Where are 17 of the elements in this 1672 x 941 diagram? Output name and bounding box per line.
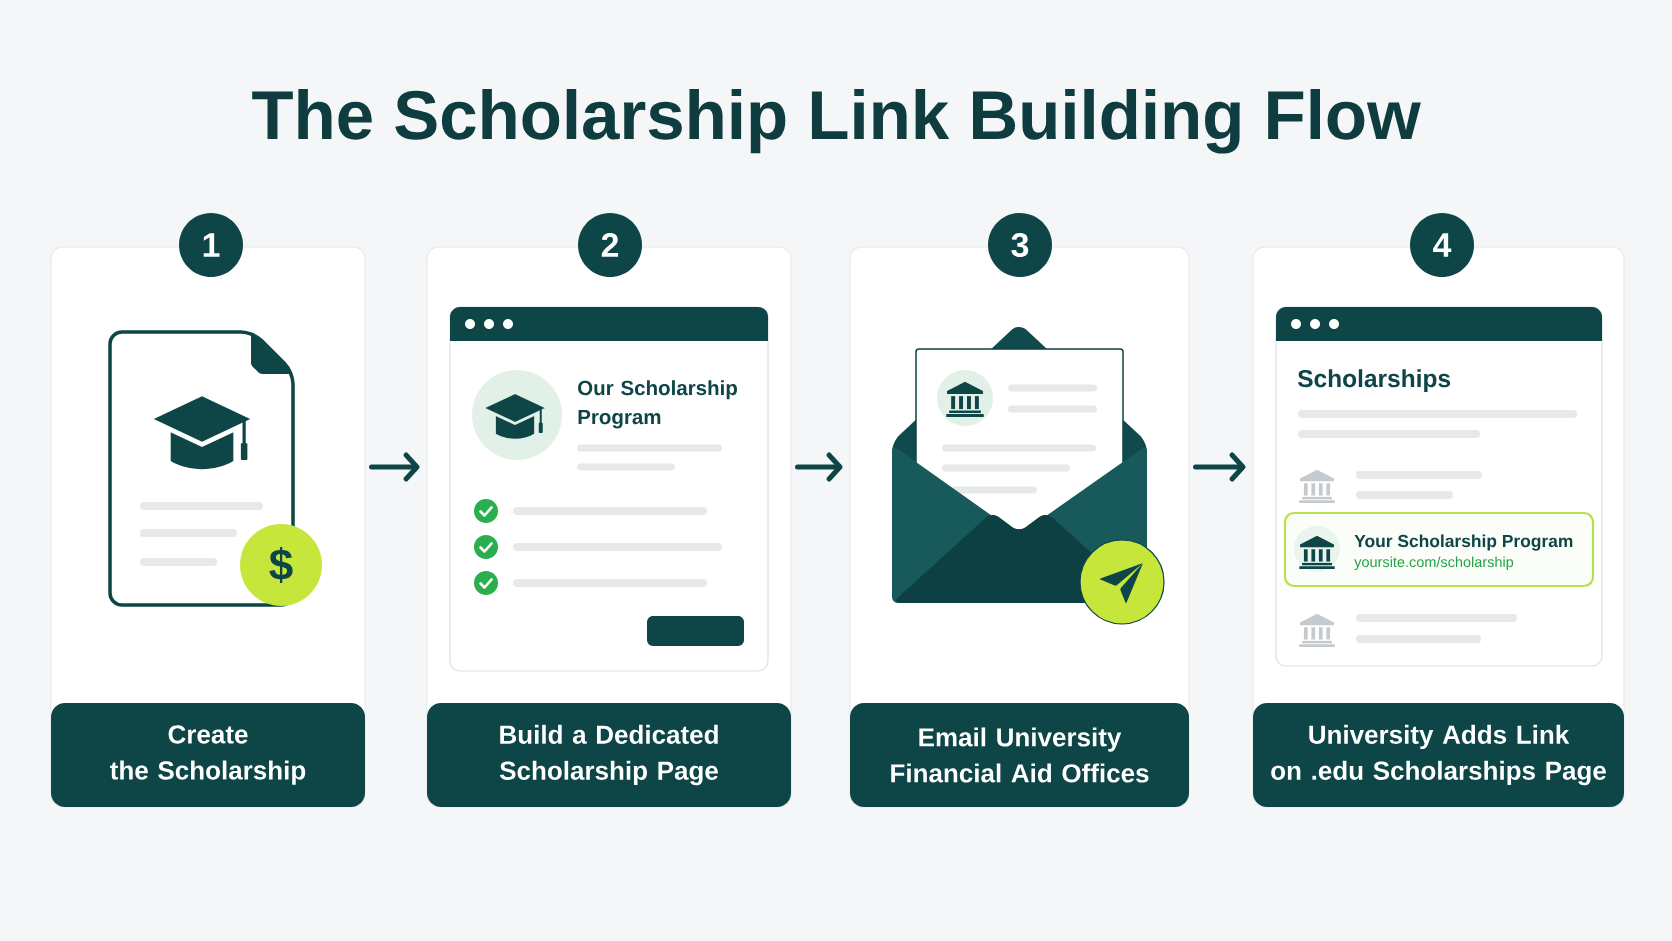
link-url: yoursite.com/scholarship — [1354, 556, 1514, 570]
step-number: 1 — [179, 213, 243, 277]
page-heading: Scholarships — [1297, 369, 1451, 393]
arrow — [795, 452, 843, 482]
caption-bar: Build a Dedicated Scholarship Page — [427, 703, 791, 807]
arrow — [369, 452, 420, 482]
step-number: 2 — [578, 213, 642, 277]
step-number: 4 — [1410, 213, 1474, 277]
caption-bar: Create the Scholarship — [51, 703, 365, 807]
step-number: 3 — [988, 213, 1052, 277]
dollar-badge: $ — [240, 524, 322, 606]
entry-title: Your Scholarship Program — [1354, 534, 1573, 551]
caption-bar: University Adds Link on .edu Scholarships Page — [1253, 703, 1624, 807]
title: The Scholarship Link Building Flow — [252, 89, 1421, 154]
arrow — [1193, 452, 1246, 482]
caption-bar: Email University Financial Aid Offices — [850, 703, 1189, 807]
page-heading: Our Scholarship Program — [578, 380, 737, 429]
